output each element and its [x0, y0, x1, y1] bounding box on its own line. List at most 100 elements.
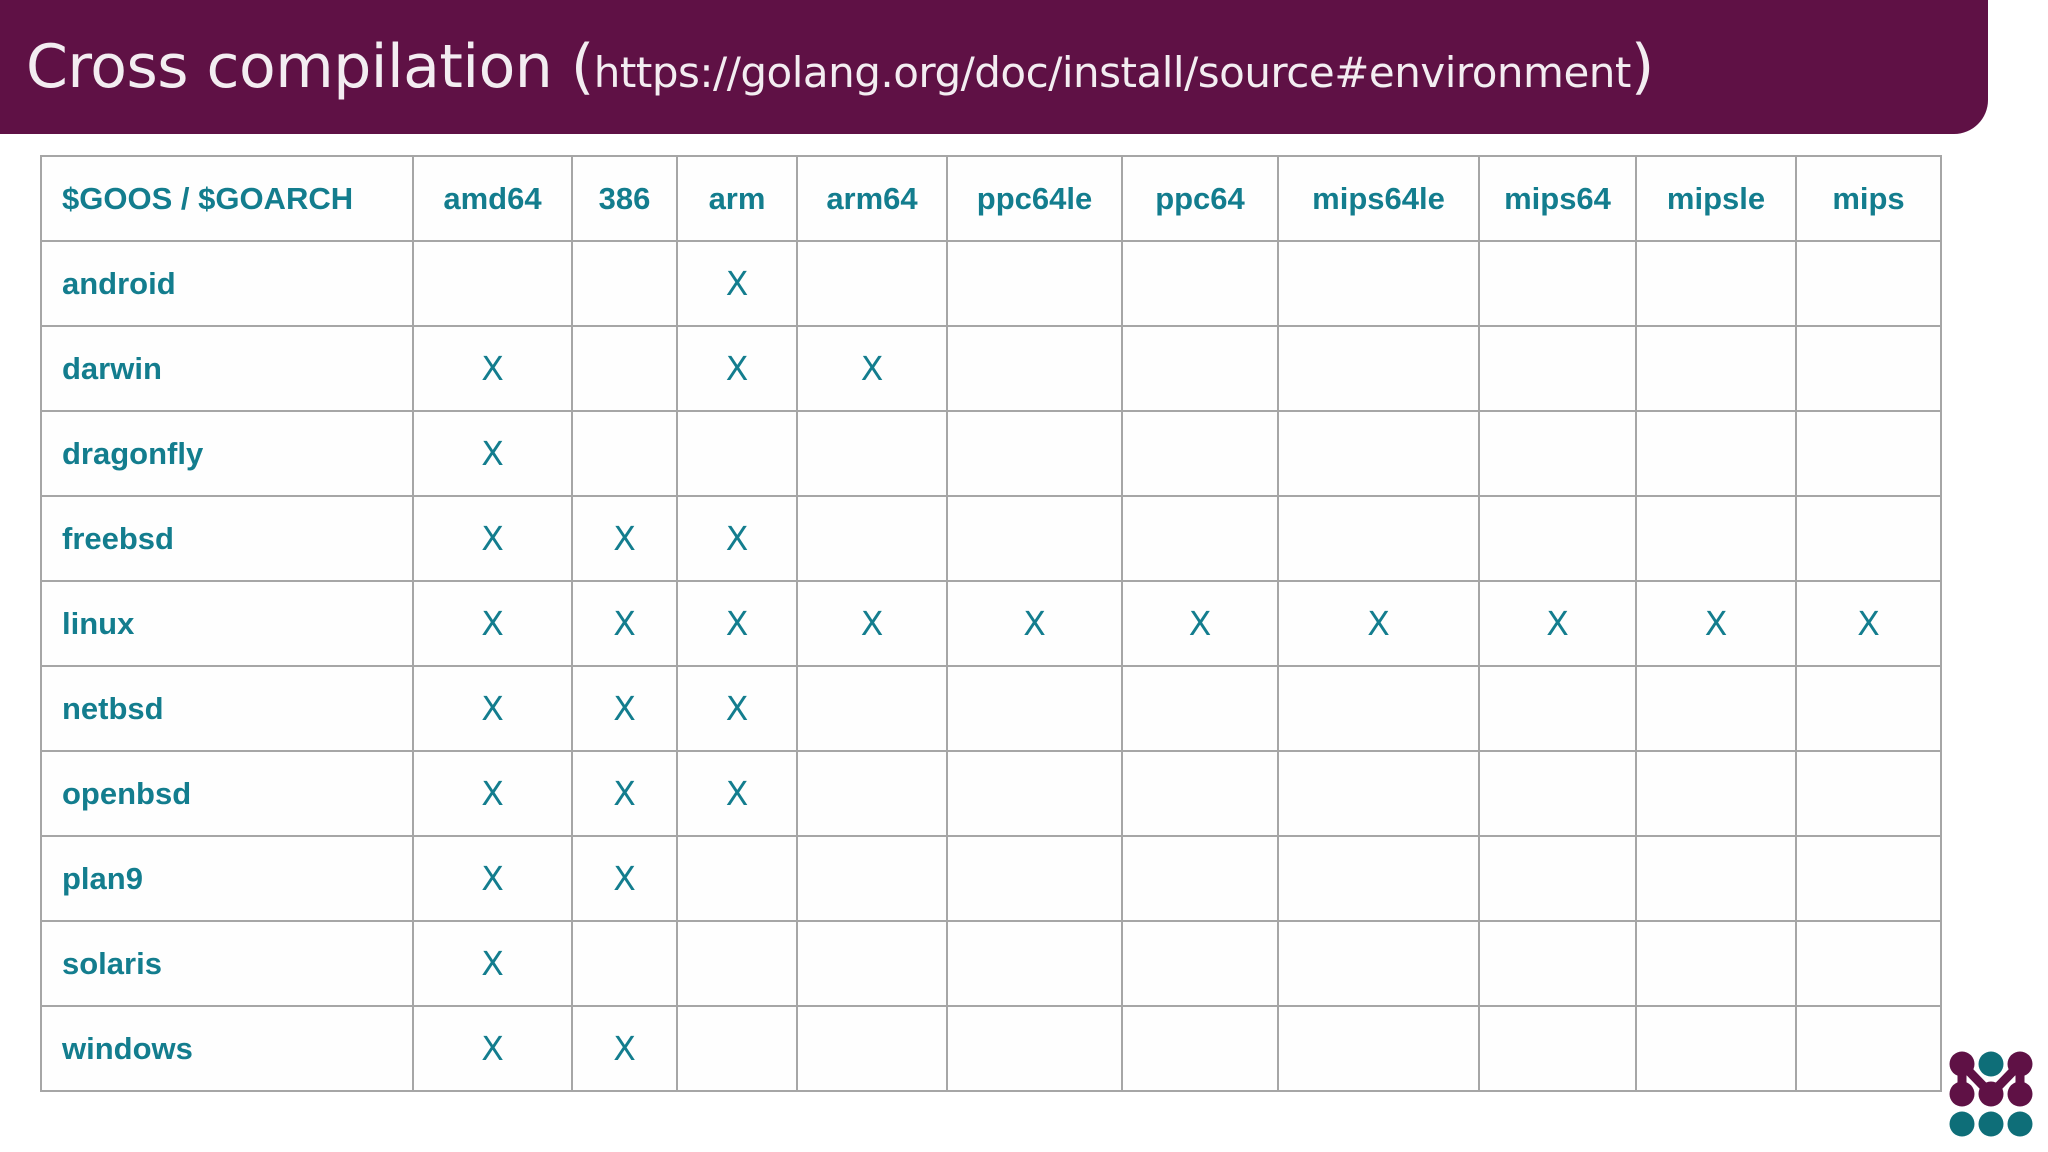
cell-android-arm64: [796, 240, 948, 327]
cell-openbsd-386: X: [571, 750, 678, 837]
page-title-close: ): [1630, 32, 1654, 102]
cell-android-mipsle: [1635, 240, 1797, 327]
logo-dot-r0-c1: [1978, 1051, 2004, 1077]
row-label-openbsd: openbsd: [40, 750, 414, 837]
cell-netbsd-mips: [1795, 665, 1942, 752]
cell-netbsd-mips64: [1478, 665, 1637, 752]
column-header-mips: mips: [1795, 155, 1942, 242]
cell-dragonfly-mips64: [1478, 410, 1637, 497]
row-label-netbsd: netbsd: [40, 665, 414, 752]
cell-darwin-mips: [1795, 325, 1942, 412]
cell-solaris-mips64: [1478, 920, 1637, 1007]
cell-plan9-ppc64le: [946, 835, 1123, 922]
logo-dot-r2-c1: [1978, 1111, 2004, 1137]
cell-darwin-mips64le: [1277, 325, 1480, 412]
cell-freebsd-mips64le: [1277, 495, 1480, 582]
table-header-row: $GOOS / $GOARCH amd64 386 arm arm64 ppc6…: [40, 155, 1942, 242]
cell-freebsd-ppc64: [1121, 495, 1279, 582]
cell-netbsd-amd64: X: [412, 665, 573, 752]
cell-plan9-arm: [676, 835, 798, 922]
cell-netbsd-386: X: [571, 665, 678, 752]
m-nodes-logo: [1948, 1048, 2034, 1140]
row-label-solaris: solaris: [40, 920, 414, 1007]
cell-solaris-mipsle: [1635, 920, 1797, 1007]
cell-windows-arm: [676, 1005, 798, 1092]
cell-linux-mips64: X: [1478, 580, 1637, 667]
row-label-android: android: [40, 240, 414, 327]
cell-android-386: [571, 240, 678, 327]
cell-windows-386: X: [571, 1005, 678, 1092]
cell-freebsd-ppc64le: [946, 495, 1123, 582]
cell-android-mips: [1795, 240, 1942, 327]
cell-darwin-mips64: [1478, 325, 1637, 412]
cell-android-amd64: [412, 240, 573, 327]
logo-dot-r2-c2: [2007, 1111, 2033, 1137]
cell-netbsd-mips64le: [1277, 665, 1480, 752]
cell-dragonfly-mipsle: [1635, 410, 1797, 497]
cell-freebsd-mips64: [1478, 495, 1637, 582]
cell-dragonfly-mips: [1795, 410, 1942, 497]
cell-netbsd-ppc64le: [946, 665, 1123, 752]
cell-dragonfly-arm64: [796, 410, 948, 497]
cell-openbsd-mips: [1795, 750, 1942, 837]
cell-darwin-arm: X: [676, 325, 798, 412]
cell-netbsd-mipsle: [1635, 665, 1797, 752]
table-corner-header: $GOOS / $GOARCH: [40, 155, 414, 242]
cell-windows-arm64: [796, 1005, 948, 1092]
cell-freebsd-mips: [1795, 495, 1942, 582]
cell-netbsd-arm64: [796, 665, 948, 752]
row-label-dragonfly: dragonfly: [40, 410, 414, 497]
cell-openbsd-mips64le: [1277, 750, 1480, 837]
cell-freebsd-arm: X: [676, 495, 798, 582]
cell-darwin-arm64: X: [796, 325, 948, 412]
cell-darwin-amd64: X: [412, 325, 573, 412]
cell-darwin-386: [571, 325, 678, 412]
cell-openbsd-mipsle: [1635, 750, 1797, 837]
logo-dot-r0-c0: [1949, 1051, 1975, 1077]
m-nodes-logo-icon: [1949, 1051, 2033, 1137]
column-header-mipsle: mipsle: [1635, 155, 1797, 242]
cell-openbsd-mips64: [1478, 750, 1637, 837]
cell-windows-amd64: X: [412, 1005, 573, 1092]
logo-dot-r1-c0: [1949, 1081, 1975, 1107]
slide-title-bar: Cross compilation (https://golang.org/do…: [0, 0, 1988, 134]
cell-linux-ppc64le: X: [946, 580, 1123, 667]
cell-plan9-mips64le: [1277, 835, 1480, 922]
cell-darwin-ppc64le: [946, 325, 1123, 412]
cell-plan9-ppc64: [1121, 835, 1279, 922]
cell-dragonfly-mips64le: [1277, 410, 1480, 497]
cell-dragonfly-386: [571, 410, 678, 497]
cell-android-ppc64: [1121, 240, 1279, 327]
cell-solaris-ppc64le: [946, 920, 1123, 1007]
cell-solaris-ppc64: [1121, 920, 1279, 1007]
cell-darwin-mipsle: [1635, 325, 1797, 412]
row-label-linux: linux: [40, 580, 414, 667]
cell-android-mips64: [1478, 240, 1637, 327]
cell-linux-arm64: X: [796, 580, 948, 667]
cell-windows-mipsle: [1635, 1005, 1797, 1092]
column-header-mips64: mips64: [1478, 155, 1637, 242]
cell-windows-ppc64le: [946, 1005, 1123, 1092]
cell-dragonfly-ppc64: [1121, 410, 1279, 497]
cell-solaris-arm: [676, 920, 798, 1007]
cell-freebsd-mipsle: [1635, 495, 1797, 582]
cell-darwin-ppc64: [1121, 325, 1279, 412]
table-header: $GOOS / $GOARCH amd64 386 arm arm64 ppc6…: [40, 155, 1942, 242]
row-label-darwin: darwin: [40, 325, 414, 412]
cell-openbsd-ppc64le: [946, 750, 1123, 837]
page-title-main: Cross compilation (: [26, 32, 594, 102]
cell-dragonfly-amd64: X: [412, 410, 573, 497]
cell-plan9-amd64: X: [412, 835, 573, 922]
cell-freebsd-arm64: [796, 495, 948, 582]
cell-netbsd-arm: X: [676, 665, 798, 752]
row-label-windows: windows: [40, 1005, 414, 1092]
column-header-ppc64le: ppc64le: [946, 155, 1123, 242]
column-header-386: 386: [571, 155, 678, 242]
cell-plan9-mipsle: [1635, 835, 1797, 922]
